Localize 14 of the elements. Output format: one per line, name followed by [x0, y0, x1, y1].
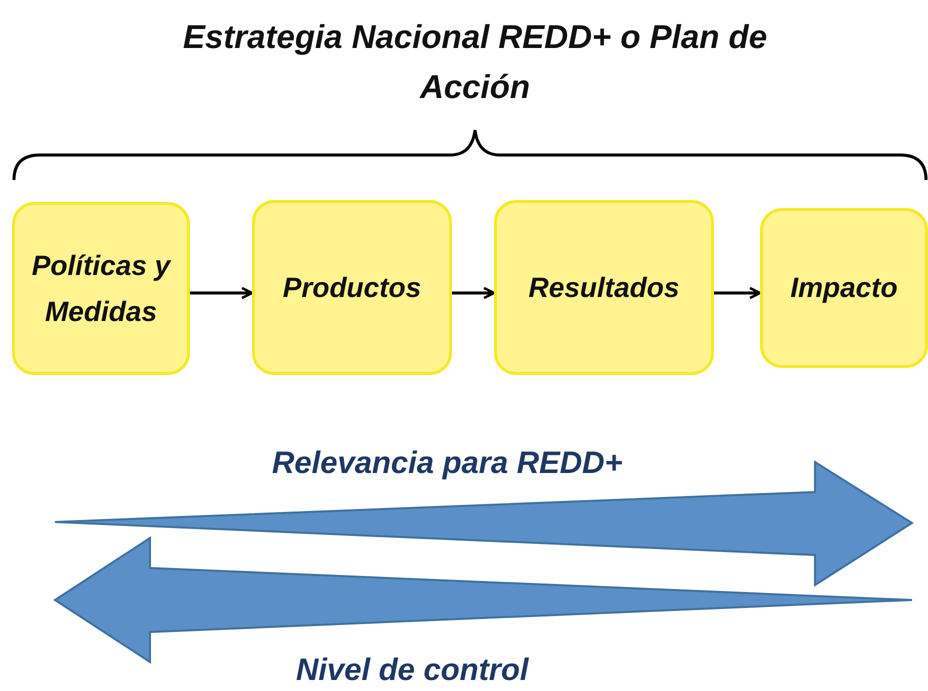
box-label: Resultados	[528, 270, 680, 304]
process-box	[760, 208, 928, 368]
box-label: Impacto	[790, 271, 898, 305]
arrow-caption: Nivel de control	[296, 652, 529, 688]
arrow	[190, 286, 254, 300]
process-box	[494, 200, 714, 375]
process-box	[252, 200, 452, 375]
title: Estrategia Nacional REDD+ o Plan de Acción	[182, 17, 768, 107]
box-label: Políticas y Medidas	[30, 248, 172, 328]
arrow	[714, 286, 762, 300]
arrow-caption: Relevancia para REDD+	[272, 445, 623, 481]
arrow	[452, 286, 496, 300]
process-box	[12, 202, 190, 375]
box-label: Productos	[282, 270, 422, 304]
